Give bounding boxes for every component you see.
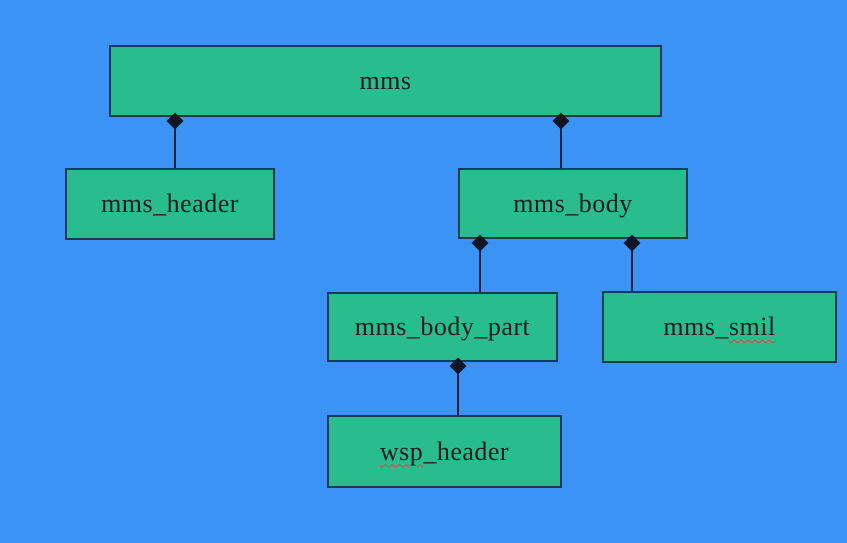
node-mms-body-part: mms_body_part xyxy=(327,292,558,362)
node-wsp-header-label-misspelled: wsp xyxy=(379,436,424,466)
node-mms-smil-label-misspelled: smil xyxy=(728,312,776,341)
node-mms-header-label: mms_header xyxy=(101,189,239,218)
edge-mms-body-to-mms-smil xyxy=(631,239,633,292)
node-mms-body-label: mms_body xyxy=(513,188,633,218)
node-mms-body-part-label: mms_body_part xyxy=(354,312,531,341)
node-wsp-header-label: wsp_header xyxy=(380,437,509,467)
node-wsp-header: wsp_header xyxy=(327,415,562,488)
node-mms-body: mms_body xyxy=(458,168,688,239)
edge-mms-body-to-mms-body-part xyxy=(479,239,481,292)
node-mms-smil-label: mms_smil xyxy=(663,312,775,342)
node-mms-label: mms xyxy=(359,66,412,95)
edge-mms-to-mms-body xyxy=(560,117,562,168)
node-mms-header: mms_header xyxy=(65,168,275,240)
edge-mms-to-mms-header xyxy=(174,117,176,168)
node-mms: mms xyxy=(109,45,662,117)
node-mms-smil: mms_smil xyxy=(602,291,837,363)
edge-mms-body-part-to-wsp-header xyxy=(457,362,459,415)
node-mms-smil-label-prefix: mms_ xyxy=(663,312,729,341)
node-wsp-header-label-suffix: _header xyxy=(423,436,510,466)
